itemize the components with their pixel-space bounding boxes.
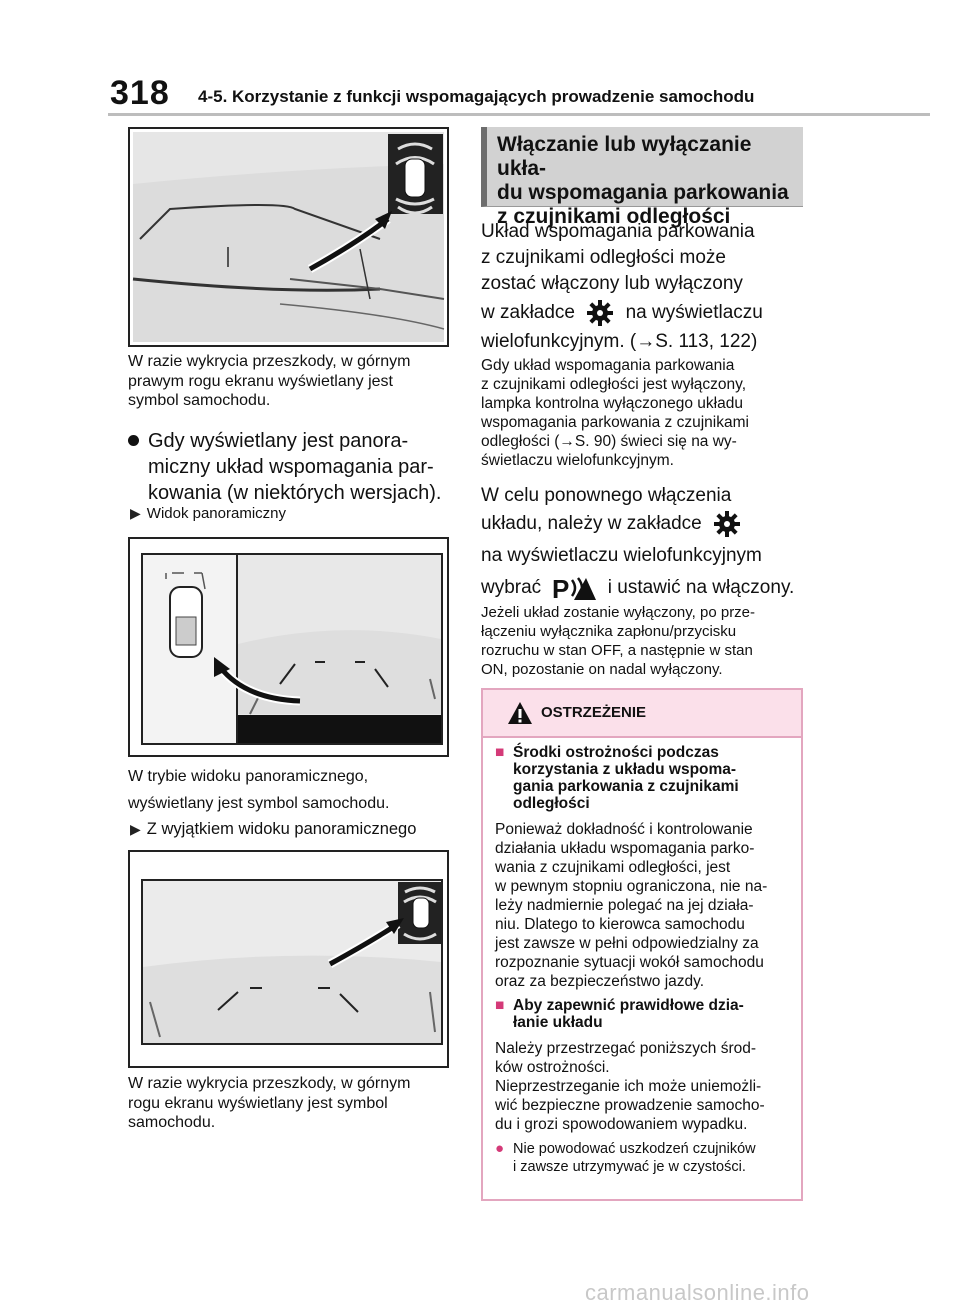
square-marker-icon: ■ [495, 744, 505, 761]
svg-text:P: P [552, 574, 569, 602]
bullet-dot-icon: ● [495, 1140, 505, 1157]
section-heading-box: Włączanie lub wyłączanie ukła- du wspoma… [481, 127, 803, 228]
subheading-except-panoramic: ▶Z wyjątkiem widoku panoramicznego [130, 820, 417, 838]
warning-text-1: Ponieważ dokładność i kontrolowanie dzia… [495, 821, 768, 990]
warning-heading-1: ■ Środki ostrożności podczas korzystania… [495, 744, 739, 812]
figure1-caption: W razie wykrycia przeszkody, w górnym pr… [128, 353, 411, 409]
warning-header: OSTRZEŻENIE [483, 690, 801, 738]
warning-triangle-icon [508, 702, 532, 724]
figure2-caption: W trybie widoku panoramicznego, wyświetl… [128, 768, 390, 812]
figure-panoramic-view [128, 537, 449, 757]
paragraph-indicator-note: Gdy układ wspomagania parkowania z czujn… [481, 357, 749, 469]
rear-camera-illustration-2 [130, 852, 447, 1066]
triangle-marker-icon: ▶ [130, 505, 141, 521]
gear-icon [587, 299, 614, 326]
warning-bullet: ● Nie powodować uszkodzeń czujników i za… [495, 1140, 756, 1175]
paragraph-enable-disable: Układ wspomagania parkowania z czujnikam… [481, 221, 763, 352]
paragraph-memory-note: Jeżeli układ zostanie wyłączony, po prze… [481, 604, 756, 678]
figure-rear-camera-2 [128, 850, 449, 1068]
panoramic-bullet-heading: Gdy wyświetlany jest panora- miczny ukła… [128, 428, 468, 506]
watermark: carmanualsonline.info [585, 1280, 810, 1305]
gear-icon [714, 510, 741, 537]
rear-camera-illustration [132, 132, 445, 342]
header-rule [108, 113, 930, 116]
figure3-caption: W razie wykrycia przeszkody, w górnym ro… [128, 1075, 411, 1131]
parking-sensor-icon: P [552, 574, 597, 604]
subheading-panoramic-view: ▶Widok panoramiczny [130, 505, 286, 522]
panoramic-illustration [130, 539, 447, 755]
page-number: 318 [110, 74, 170, 112]
square-marker-icon: ■ [495, 997, 505, 1014]
bullet-dot-icon [128, 435, 139, 446]
chapter-title: 4-5. Korzystanie z funkcji wspomagającyc… [198, 87, 755, 106]
triangle-marker-icon: ▶ [130, 821, 141, 837]
figure-rear-camera-1 [128, 127, 449, 347]
warning-heading-2: ■ Aby zapewnić prawidłowe dzia- łanie uk… [495, 997, 744, 1031]
warning-text-2: Należy przestrzegać poniższych środ- ków… [495, 1040, 765, 1133]
warning-box: OSTRZEŻENIE ■ Środki ostrożności podczas… [481, 688, 803, 1201]
paragraph-reenable: W celu ponownego włączenia układu, należ… [481, 485, 795, 604]
